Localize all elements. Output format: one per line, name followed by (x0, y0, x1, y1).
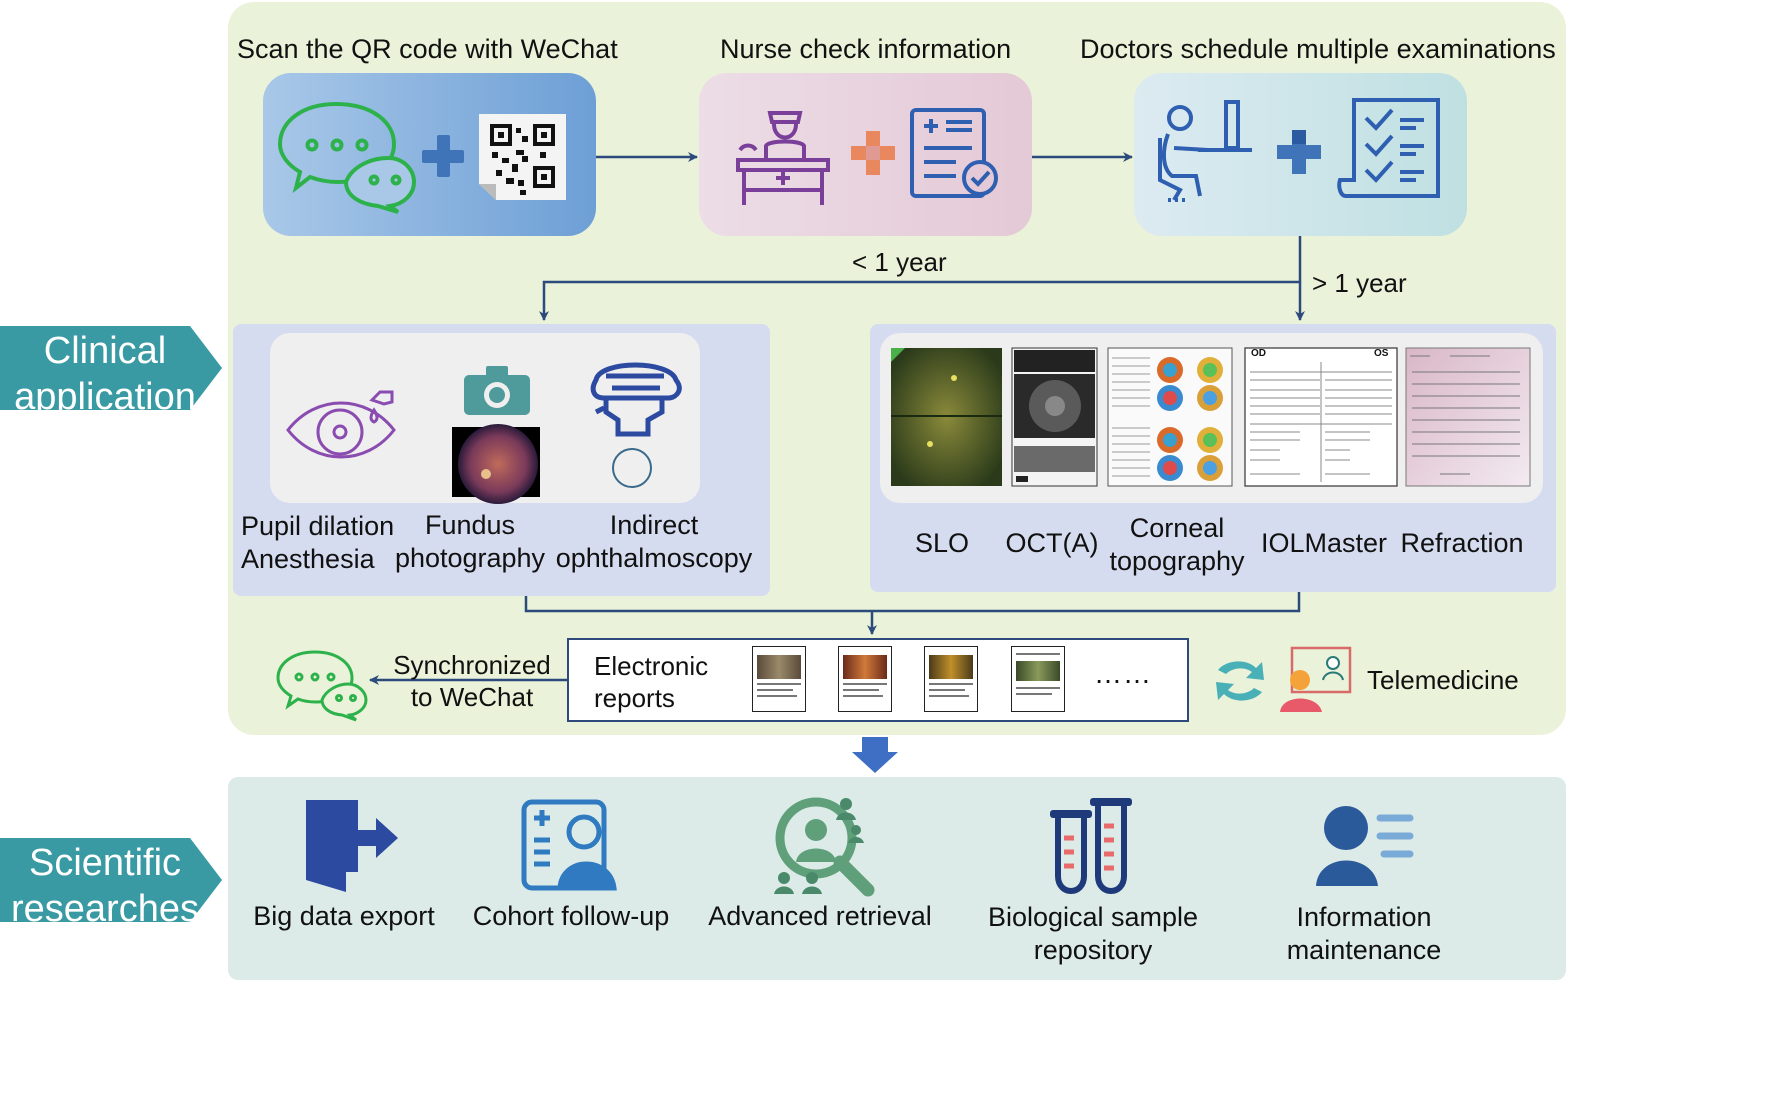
iolmaster-image (1244, 347, 1398, 487)
plus-icon-1 (422, 135, 464, 177)
electronic-reports-label: Electronic reports (594, 650, 708, 714)
pupil-dilation-line1: Pupil dilation (241, 511, 395, 541)
pupil-dilation-label: Pupil dilation Anesthesia (241, 510, 394, 576)
sync-wechat-label: Synchronized to WeChat (386, 649, 558, 713)
info-line1: Information (1296, 902, 1432, 932)
checklist-document-icon (910, 108, 998, 198)
corneal-line1: Corneal (1129, 513, 1225, 543)
plus-icon-2 (851, 131, 895, 175)
oct-image (1011, 347, 1098, 487)
indirect-ophthalmoscopy-label: Indirect ophthalmoscopy (553, 509, 755, 575)
bio-line2: repository (1033, 935, 1153, 965)
slo-label: SLO (914, 528, 970, 558)
clinical-tag-line1: Clinical (43, 330, 167, 372)
scientific-tag-line1: Scientific (28, 842, 182, 884)
slo-image (891, 348, 1002, 486)
fundus-photography-label: Fundus photography (392, 509, 548, 575)
refraction-label: Refraction (1400, 528, 1524, 558)
qr-code-icon (479, 114, 566, 200)
ophthalmoscope-icon (590, 362, 682, 488)
fundus-line2: photography (394, 543, 546, 573)
report-thumbnail (838, 646, 892, 712)
telemedicine-label: Telemedicine (1367, 665, 1519, 695)
advanced-retrieval-label: Advanced retrieval (708, 901, 932, 931)
pupil-dilation-line2: Anesthesia (241, 544, 375, 574)
eye-drop-icon (286, 390, 396, 459)
iol-od-label: OD (1251, 348, 1266, 359)
indirect-line2: ophthalmoscopy (555, 543, 753, 573)
arrow-lt-year (539, 236, 1302, 321)
scientific-tag-line2: researches (11, 888, 199, 930)
scan-step-title: Scan the QR code with WeChat (237, 34, 618, 64)
iol-os-label: OS (1374, 348, 1389, 359)
clinical-tag-shape (0, 326, 222, 410)
corneal-topography-label: Corneal topography (1106, 512, 1248, 578)
camera-icon (464, 366, 530, 415)
scientific-tag: Scientific researches (0, 840, 230, 932)
nurse-desk-icon (736, 111, 830, 205)
fundus-photo-image (452, 424, 540, 504)
report-thumbnail (752, 646, 806, 712)
corneal-line2: topography (1109, 546, 1245, 576)
iolmaster-label: IOLMaster (1260, 528, 1388, 558)
advanced-retrieval-icon (774, 797, 875, 897)
wechat-icon-small (276, 650, 368, 722)
info-line2: maintenance (1286, 935, 1442, 965)
report-thumbnail (1011, 646, 1065, 712)
sync-line2: to WeChat (410, 682, 534, 712)
doctor-at-computer-icon (1158, 100, 1252, 202)
wechat-icon (277, 101, 417, 214)
doctor-step-title: Doctors schedule multiple examinations (1080, 34, 1556, 64)
information-maintenance-label: Information maintenance (1274, 901, 1454, 967)
fundus-line1: Fundus (424, 510, 516, 540)
cohort-follow-up-label: Cohort follow-up (472, 901, 670, 931)
exam-checklist-icon (1337, 98, 1440, 198)
big-data-export-label: Big data export (253, 901, 435, 931)
big-data-export-icon (306, 800, 398, 892)
gt-one-year-label: > 1 year (1312, 268, 1407, 298)
biological-sample-tube-icon (1050, 798, 1132, 894)
telemedicine-icon (1280, 646, 1352, 712)
report-thumbnail (924, 646, 978, 712)
sync-line1: Synchronized (393, 650, 551, 680)
merge-line (524, 592, 1301, 613)
clinical-tag-line2: application (14, 376, 196, 418)
reports-line2: reports (594, 683, 675, 713)
bio-line1: Biological sample (987, 902, 1199, 932)
ellipsis-label: …… (1094, 658, 1152, 689)
clinical-tag: Clinical application (0, 328, 230, 420)
scientific-tag-shape (0, 838, 222, 922)
nurse-step-title: Nurse check information (720, 34, 1012, 64)
oct-label: OCT(A) (1005, 528, 1099, 558)
cohort-follow-up-icon (521, 799, 617, 891)
indirect-line1: Indirect (609, 510, 699, 540)
biological-sample-label: Biological sample repository (984, 901, 1202, 967)
big-down-arrow (852, 737, 898, 773)
information-maintenance-icon (1316, 806, 1414, 886)
plus-icon-3 (1277, 130, 1321, 174)
telemedicine-sync-icon (1216, 661, 1264, 701)
corneal-topography-image (1107, 347, 1233, 487)
reports-line1: Electronic (594, 651, 709, 681)
refraction-image (1405, 347, 1531, 487)
lt-one-year-label: < 1 year (852, 247, 947, 277)
